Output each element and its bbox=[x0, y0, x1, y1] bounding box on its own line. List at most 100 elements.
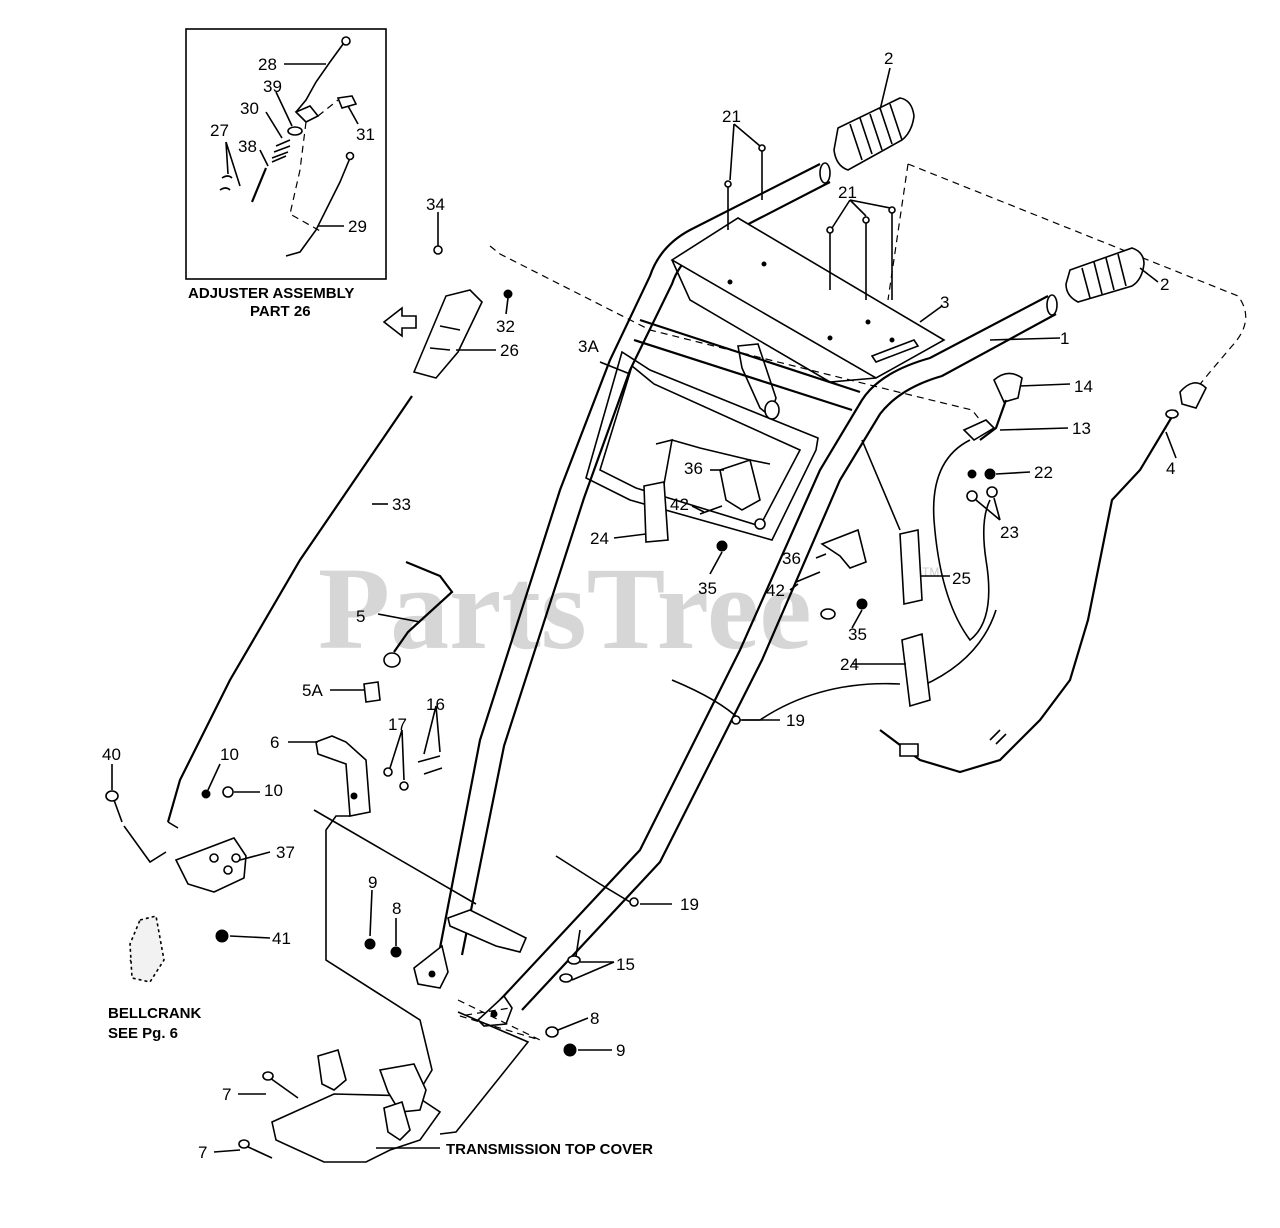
leader-39 bbox=[275, 91, 293, 127]
screw-head bbox=[826, 226, 834, 234]
lower-cross-brace bbox=[447, 909, 528, 953]
knob-14 bbox=[993, 372, 1023, 403]
bushing-5a bbox=[363, 681, 381, 703]
screw-7a bbox=[269, 1077, 299, 1099]
callout-8: 8 bbox=[590, 1009, 599, 1028]
bracket-36-left bbox=[719, 458, 761, 511]
lever-25-arm bbox=[861, 439, 901, 531]
shift-linkage bbox=[166, 245, 513, 1091]
bellcrank-caption-line1: BELLCRANK bbox=[108, 1005, 201, 1022]
inset-frame bbox=[185, 28, 387, 280]
bracket-37-hole bbox=[231, 853, 241, 863]
bracket-37-hole bbox=[209, 853, 219, 863]
left-tube-end bbox=[819, 162, 831, 184]
screw-head bbox=[862, 216, 870, 224]
washer-17a bbox=[383, 767, 393, 777]
choke-knob bbox=[1179, 382, 1207, 409]
lower-rod-eye bbox=[345, 151, 355, 161]
callout-32: 32 bbox=[496, 317, 515, 336]
callout-15: 15 bbox=[616, 955, 635, 974]
callout-4: 4 bbox=[1166, 459, 1175, 478]
cable-end-fitting bbox=[899, 743, 919, 757]
adjuster-26-detail bbox=[429, 325, 461, 351]
washer-top bbox=[967, 469, 977, 479]
washer-17b bbox=[399, 781, 409, 791]
washer-8 bbox=[390, 946, 402, 958]
screw-7b bbox=[245, 1145, 273, 1159]
panel-hole bbox=[827, 335, 833, 341]
transmission-cover-outline bbox=[439, 1011, 530, 1135]
assembly-line-panel bbox=[907, 163, 1247, 395]
cable-19-lower bbox=[555, 855, 631, 903]
bolt-40-head bbox=[105, 790, 119, 802]
callout-7: 7 bbox=[198, 1143, 207, 1162]
shift-rod-knob bbox=[383, 652, 401, 668]
left-tube-foot bbox=[413, 944, 449, 989]
choke-cable-body bbox=[879, 409, 1177, 774]
grip-24-right bbox=[901, 632, 931, 708]
washer-15b bbox=[559, 973, 573, 983]
cable-break-mark bbox=[989, 729, 1007, 745]
washer-8b bbox=[545, 1026, 559, 1038]
clip-27b bbox=[219, 187, 231, 191]
nut-10b bbox=[222, 786, 234, 798]
inset-assembly-line bbox=[289, 121, 323, 233]
panel-hole bbox=[727, 279, 733, 285]
plate-3a bbox=[585, 350, 819, 541]
right-tube-end bbox=[1046, 294, 1058, 316]
cover-bracket-right bbox=[378, 1063, 427, 1113]
control-panel-front bbox=[671, 259, 877, 383]
throttle-cable-2 bbox=[921, 609, 997, 687]
callout-33: 33 bbox=[392, 495, 411, 514]
leader-27 bbox=[225, 141, 241, 187]
screw-42-right bbox=[795, 571, 821, 583]
watermark-tm: TM bbox=[922, 565, 939, 579]
callout-21: 21 bbox=[722, 107, 741, 126]
watermark: PartsTree bbox=[318, 543, 812, 674]
nut-41 bbox=[215, 929, 229, 943]
adjuster-pin bbox=[250, 167, 268, 203]
handle-upper-left-tube bbox=[438, 163, 821, 949]
transmission-cover-caption: TRANSMISSION TOP COVER bbox=[446, 1141, 653, 1158]
rod-33-end bbox=[167, 821, 179, 829]
callout-10: 10 bbox=[220, 745, 239, 764]
washer-15a bbox=[567, 955, 581, 965]
callout-21: 21 bbox=[838, 183, 857, 202]
adjuster-26 bbox=[412, 289, 483, 379]
screw-7b-head bbox=[238, 1139, 250, 1149]
cable-end-19 bbox=[629, 897, 639, 907]
screw-head bbox=[888, 206, 896, 214]
panel-slot bbox=[870, 339, 920, 363]
panel-hole bbox=[889, 337, 895, 343]
leader-lines bbox=[111, 67, 1177, 1153]
bracket-37-hole bbox=[223, 865, 233, 875]
screw-head bbox=[758, 144, 766, 152]
clip-27a bbox=[221, 175, 233, 179]
screw-16 bbox=[417, 755, 443, 775]
callout-27: 27 bbox=[210, 121, 229, 140]
throttle-cable bbox=[932, 439, 991, 642]
adjuster-rod bbox=[295, 39, 347, 113]
washer-23a bbox=[966, 490, 978, 502]
screws-21 bbox=[724, 144, 896, 300]
rod-33 bbox=[166, 395, 413, 823]
rod-eye bbox=[341, 36, 351, 46]
panel-hole bbox=[761, 261, 767, 267]
callout-2: 2 bbox=[884, 49, 893, 68]
handle-upper-right-tube-inner bbox=[521, 313, 1057, 1011]
washer-23b bbox=[986, 486, 998, 498]
nut-22 bbox=[984, 468, 996, 480]
callout-37: 37 bbox=[276, 843, 295, 862]
panel-hole bbox=[865, 319, 871, 325]
part-39-nut bbox=[287, 126, 303, 136]
callout-35: 35 bbox=[848, 625, 867, 644]
callout-31: 31 bbox=[356, 125, 375, 144]
leader-30 bbox=[265, 111, 283, 139]
callout-39: 39 bbox=[263, 77, 282, 96]
screw-head bbox=[724, 180, 732, 188]
nut-35-right bbox=[856, 598, 868, 610]
adjuster-spring bbox=[271, 139, 291, 163]
screw-42-left bbox=[699, 505, 723, 515]
choke-cable-4 bbox=[879, 382, 1207, 774]
callout-14: 14 bbox=[1074, 377, 1093, 396]
